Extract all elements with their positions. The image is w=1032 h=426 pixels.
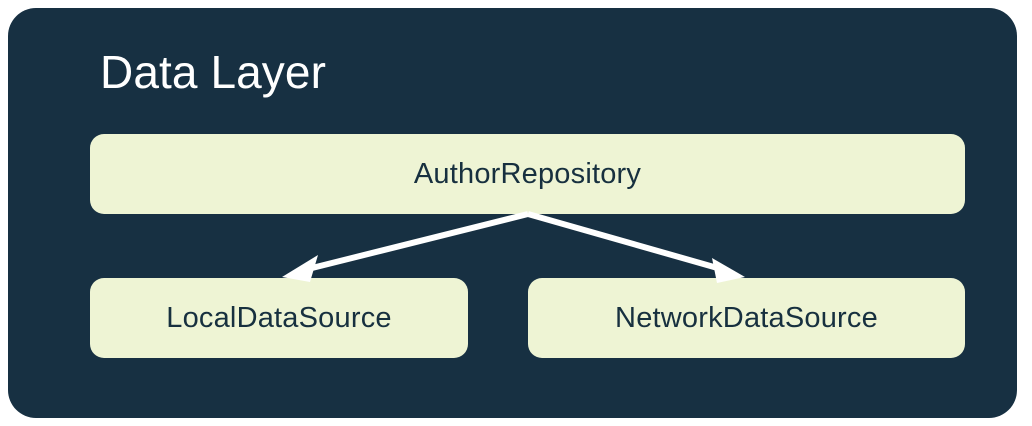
node-author-repository-label: AuthorRepository — [413, 158, 642, 190]
node-network-data-source-label: NetworkDataSource — [615, 302, 878, 334]
node-author-repository[interactable]: AuthorRepository — [90, 134, 965, 214]
node-local-data-source[interactable]: LocalDataSource — [90, 278, 468, 358]
node-local-data-source-label: LocalDataSource — [166, 302, 392, 334]
node-network-data-source[interactable]: NetworkDataSource — [528, 278, 965, 358]
layer-title: Data Layer — [100, 46, 327, 98]
